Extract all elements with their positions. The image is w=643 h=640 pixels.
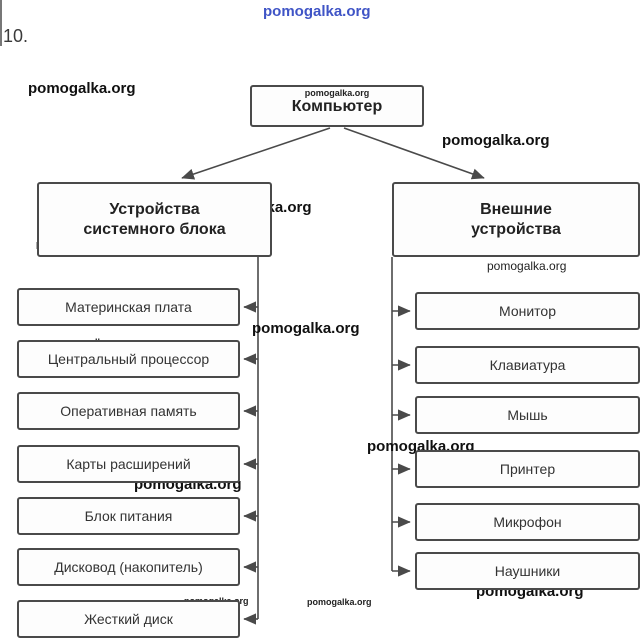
node-hard-disk-label: Жесткий диск xyxy=(84,611,173,627)
node-monitor-label: Монитор xyxy=(499,303,556,319)
node-computer: pomogalka.org Компьютер xyxy=(250,85,424,127)
watermark: pomogalka.org xyxy=(252,320,360,337)
node-expansion-cards: Карты расширений xyxy=(17,445,240,483)
node-hard-disk: Жесткий диск xyxy=(17,600,240,638)
node-motherboard-label: Материнская плата xyxy=(65,299,192,315)
node-system-unit-devices-label: Устройства системного блока xyxy=(83,200,226,238)
node-microphone-label: Микрофон xyxy=(493,514,562,530)
node-headphones: Наушники xyxy=(415,552,640,590)
node-computer-label: Компьютер xyxy=(291,98,383,115)
page-number: 10. xyxy=(3,26,29,46)
watermark: pomogalka.org xyxy=(28,80,136,97)
node-keyboard: Клавиатура xyxy=(415,346,640,384)
node-ram: Оперативная память xyxy=(17,392,240,430)
node-cpu: Центральный процессор xyxy=(17,340,240,378)
node-power-supply: Блок питания xyxy=(17,497,240,535)
node-power-supply-label: Блок питания xyxy=(84,508,173,524)
node-printer: Принтер xyxy=(415,450,640,488)
scan-edge-line xyxy=(0,0,2,46)
node-external-devices-label: Внешние устройства xyxy=(471,200,561,238)
node-monitor: Монитор xyxy=(415,292,640,330)
node-motherboard: Материнская плата xyxy=(17,288,240,326)
watermark: pomogalka.org xyxy=(487,259,567,273)
node-mouse-label: Мышь xyxy=(507,407,548,423)
watermark-top: pomogalka.org xyxy=(263,3,371,20)
node-disk-drive-label: Дисковод (накопитель) xyxy=(54,559,203,575)
node-system-unit-devices: Устройства системного блока xyxy=(37,182,272,257)
node-printer-label: Принтер xyxy=(499,461,556,477)
watermark: pomogalka.org xyxy=(307,597,372,607)
node-disk-drive: Дисковод (накопитель) xyxy=(17,548,240,586)
node-mouse: Мышь xyxy=(415,396,640,434)
node-headphones-label: Наушники xyxy=(494,563,561,579)
node-external-devices: Внешние устройства xyxy=(392,182,640,257)
node-expansion-cards-label: Карты расширений xyxy=(66,456,191,472)
watermark: pomogalka.org xyxy=(442,132,550,149)
node-cpu-label: Центральный процессор xyxy=(47,351,210,367)
node-keyboard-label: Клавиатура xyxy=(489,357,566,373)
node-ram-label: Оперативная память xyxy=(60,403,197,419)
node-microphone: Микрофон xyxy=(415,503,640,541)
watermark: pomogalka.org xyxy=(304,88,370,98)
